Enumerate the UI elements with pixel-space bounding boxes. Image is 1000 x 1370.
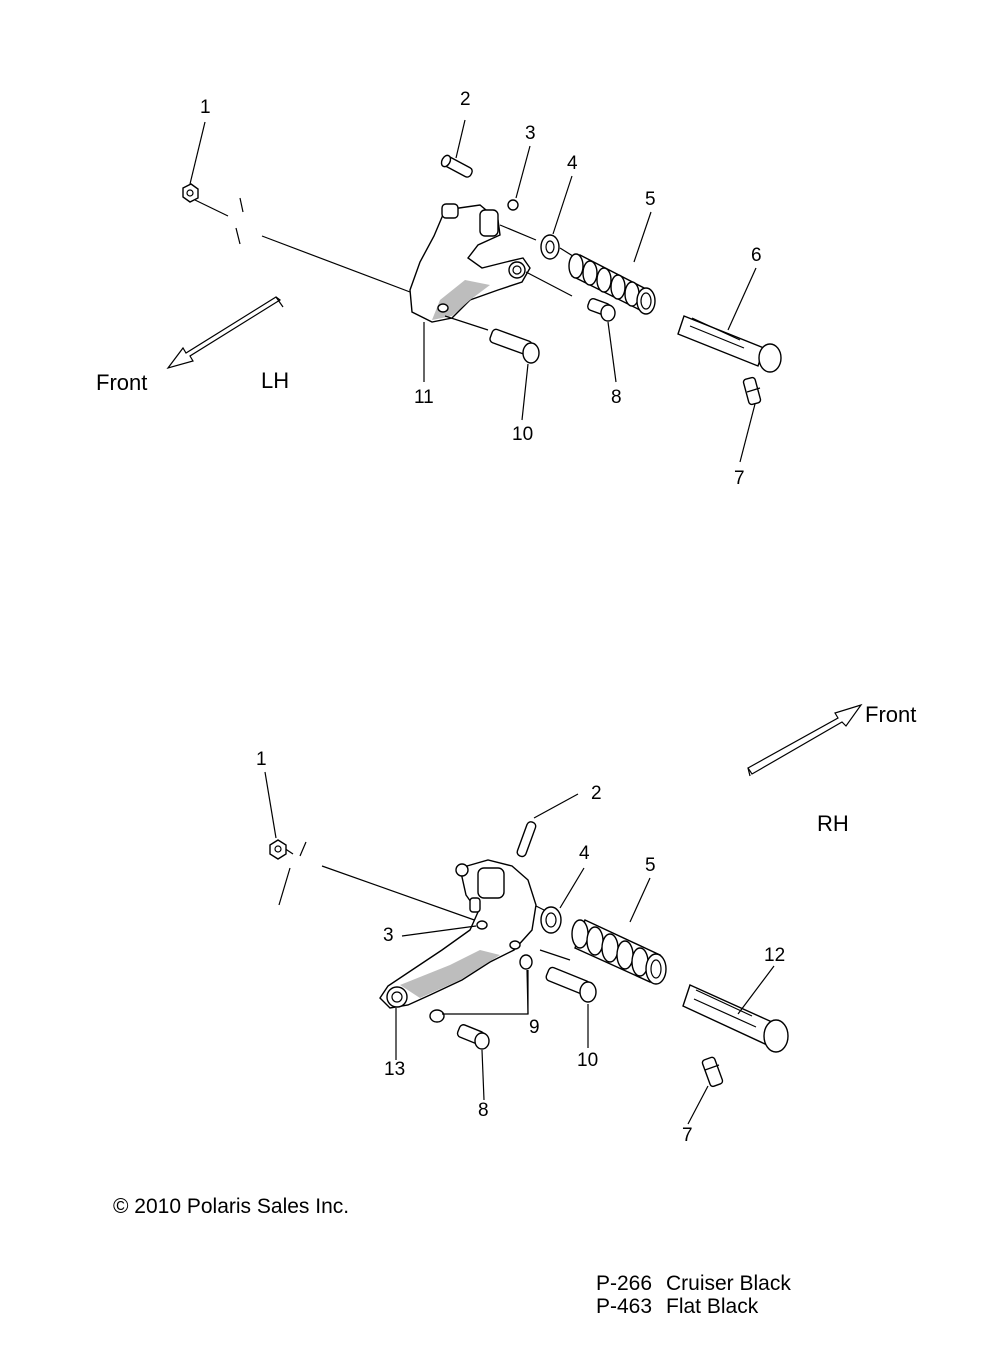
rh-callout-3: 3	[383, 925, 394, 946]
paint-name: Cruiser Black	[666, 1272, 791, 1295]
clevis-pin	[440, 154, 473, 178]
lh-axis-line	[444, 315, 489, 331]
footpeg-rubber	[568, 253, 656, 315]
lh-callout-10: 10	[512, 424, 534, 445]
lh-callout-7: 7	[734, 468, 745, 489]
spacer-washer	[429, 954, 533, 1023]
footpeg-bracket	[409, 203, 531, 323]
clevis-pin	[516, 821, 537, 858]
footpeg-pin	[677, 315, 782, 373]
lh-callout-8: 8	[611, 387, 622, 408]
set-screw	[701, 1056, 724, 1088]
footpeg-rubber	[571, 919, 667, 985]
rh-callout-1: 1	[256, 749, 267, 770]
washer	[540, 234, 560, 260]
retaining-clip	[507, 199, 519, 211]
rh-side-label: RH	[817, 811, 849, 836]
lh-callout-11: 11	[414, 387, 434, 408]
lh-break-mark	[239, 197, 244, 213]
lh-side-label: LH	[261, 368, 290, 393]
rh-callout-8: 8	[478, 1100, 489, 1121]
nut	[182, 183, 199, 203]
rh-front-label: Front	[865, 702, 917, 727]
paint-code: P-266	[596, 1272, 653, 1295]
copyright-notice: © 2010 Polaris Sales Inc.	[113, 1195, 350, 1218]
rh-break-mark	[299, 841, 307, 857]
lh-front-arrow	[166, 296, 284, 370]
washer	[540, 906, 562, 934]
lh-axis-line	[261, 235, 411, 293]
rh-callout-9: 9	[529, 1017, 540, 1038]
lh-assembly	[166, 119, 782, 463]
paint-code: P-463	[596, 1295, 653, 1318]
rh-front-arrow	[747, 703, 863, 777]
bolt	[489, 328, 540, 364]
footpeg-bracket	[379, 859, 537, 1009]
set-screw	[742, 376, 762, 406]
lh-break-mark	[235, 227, 241, 245]
rh-axis-line	[539, 949, 571, 961]
lh-callout-2: 2	[460, 89, 471, 110]
nut	[269, 839, 287, 860]
lh-callout-4: 4	[567, 153, 578, 174]
lh-callout-5: 5	[645, 189, 656, 210]
paint-name: Flat Black	[666, 1295, 759, 1318]
rh-callout-13: 13	[384, 1059, 406, 1080]
lh-axis-line	[525, 271, 573, 297]
rh-axis-line	[321, 865, 481, 923]
lh-axis-line	[194, 199, 229, 217]
lh-callout-6: 6	[751, 245, 762, 266]
bolt	[587, 298, 616, 322]
lh-front-label: Front	[96, 370, 148, 395]
bolt	[456, 1024, 490, 1050]
lh-axis-line	[499, 224, 537, 241]
rh-callout-7: 7	[682, 1125, 693, 1146]
bolt	[545, 966, 597, 1003]
footpeg-pin	[682, 984, 789, 1053]
rh-callout-12: 12	[764, 945, 786, 966]
rh-break-mark	[278, 867, 291, 906]
rh-callout-2: 2	[591, 783, 602, 804]
rh-callout-5: 5	[645, 855, 656, 876]
lh-leader-lines	[189, 119, 757, 463]
rh-callout-10: 10	[577, 1050, 599, 1071]
lh-callout-1: 1	[200, 97, 211, 118]
lh-callout-3: 3	[525, 123, 536, 144]
rh-assembly	[264, 703, 863, 1125]
rh-callout-4: 4	[579, 843, 590, 864]
rh-leader-lines	[264, 771, 775, 1125]
